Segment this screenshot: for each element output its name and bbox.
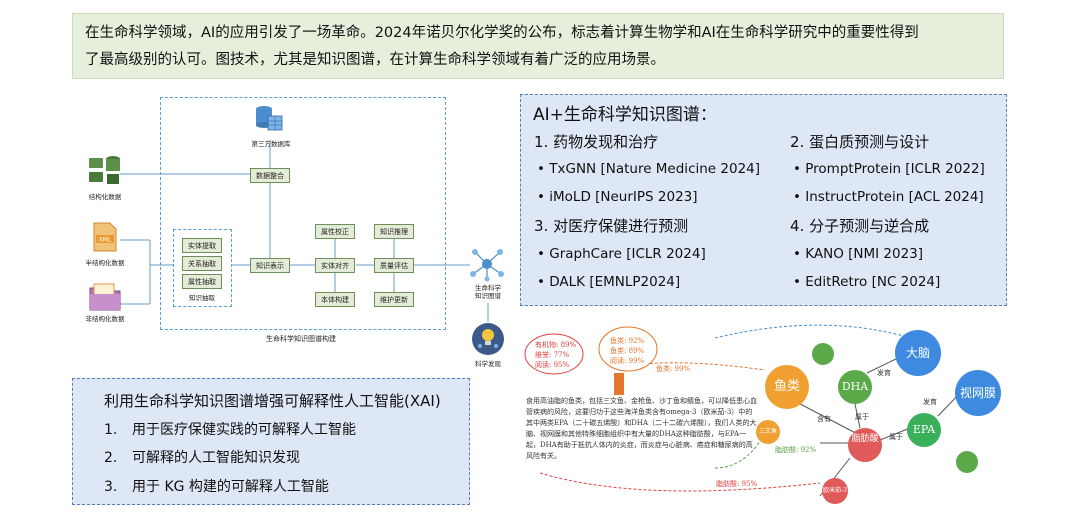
unstructured-label: 非结构化数据: [85, 315, 125, 323]
xai-list-item: 3.用于 KG 构建的可解释人工智能: [104, 479, 329, 495]
relation-extraction-box: 关系抽取: [182, 256, 222, 271]
quality-assessment-box: 质量评估: [374, 258, 414, 273]
edge-label-develop-2: 发育: [923, 398, 937, 406]
stats-bubble-left: [524, 333, 584, 375]
edge-label-belongs-2: 属于: [889, 433, 903, 441]
node-epa: EPA: [907, 413, 941, 447]
section-heading-molecule: 4. 分子预测与逆合成: [790, 217, 930, 235]
kg-construction-frame: [160, 97, 446, 330]
list-item: • PromptProtein [ICLR 2022]: [793, 161, 985, 177]
section-heading-healthcare: 3. 对医疗保健进行预测: [534, 217, 689, 235]
node-omega: 欧米茄-3: [822, 478, 848, 504]
structured-data-icon: [89, 156, 120, 184]
edge-label-fish: 鱼类: 99%: [656, 365, 691, 373]
xml-label: XML: [99, 237, 112, 244]
science-discovery-icon: [472, 323, 504, 355]
database-icon: [256, 106, 283, 131]
node-retina: 视网膜: [955, 370, 1001, 416]
xai-panel: [72, 378, 470, 505]
semi-structured-label: 半结构化数据: [85, 259, 125, 267]
edge-label-belongs: 属于: [855, 413, 869, 421]
section-heading-drug: 1. 药物发现和治疗: [534, 133, 659, 151]
stat-right-3: 阅读: 99%: [610, 357, 645, 365]
stat-left-1: 有机物: 89%: [535, 341, 577, 349]
node-brain: 大脑: [895, 330, 941, 376]
intro-line-1: 在生命科学领域，AI的应用引发了一场革命。2024年诺贝尔化学奖的公布，标志着计…: [85, 25, 919, 41]
node-fatty-acid: 脂肪酸: [848, 428, 882, 462]
stat-left-2: 维誉: 77%: [535, 351, 570, 359]
data-integration-box: 数据整合: [250, 168, 290, 183]
node-salmon: 三文鱼: [756, 420, 780, 444]
edge-label-fatty: 脂肪酸: 92%: [775, 446, 817, 454]
stat-right-2: 鱼类: 89%: [610, 347, 645, 355]
science-discovery-label: 科学发现: [475, 360, 501, 368]
kg-construction-caption: 生命科学知识图谱构建: [266, 335, 336, 343]
entity-alignment-box: 实体对齐: [315, 258, 355, 273]
third-party-db-label: 第三方数据库: [251, 140, 291, 148]
edge-label-develop: 发育: [877, 369, 891, 377]
list-item: • GraphCare [ICLR 2024]: [537, 246, 706, 262]
edge-label-contains: 含有: [817, 415, 831, 423]
ontology-construction-box: 本体构建: [315, 292, 355, 307]
folder-icon: [89, 283, 121, 311]
xai-title: 利用生命科学知识图谱增强可解释性人工智能(XAI): [104, 392, 441, 410]
pipeline-connectors: [120, 140, 489, 322]
attribute-extraction-box: 属性抽取: [182, 274, 222, 289]
list-item: • InstructProtein [ACL 2024]: [793, 189, 984, 205]
list-item: • EditRetro [NC 2024]: [793, 274, 941, 290]
edge-label-fatty-2: 脂肪酸: 95%: [716, 480, 758, 488]
knowledge-extraction-group: [173, 229, 232, 307]
list-item: • DALK [EMNLP2024]: [537, 274, 681, 290]
structured-data-label: 结构化数据: [88, 193, 122, 201]
section-heading-protein: 2. 蛋白质预测与设计: [790, 133, 930, 151]
knowledge-extraction-label: 知识抽取: [189, 294, 215, 302]
kg-applications-panel: [520, 94, 1007, 306]
example-passage: 食用高油脂的鱼类，包括三文鱼、金枪鱼、沙丁鱼和鲭鱼，可以降低患心血管疾病的风险，…: [526, 397, 757, 460]
knowledge-representation-box: 知识表示: [250, 258, 290, 273]
list-item: • iMoLD [NeurIPS 2023]: [537, 189, 698, 205]
attribute-check-box: 属性校正: [315, 224, 355, 239]
kg-panel-title: AI+生命科学知识图谱：: [533, 105, 717, 125]
knowledge-reasoning-box: 知识推理: [374, 224, 414, 239]
maintenance-update-box: 维护更新: [374, 292, 414, 307]
xai-list-item: 1.用于医疗保健实践的可解释人工智能: [104, 422, 356, 438]
highlight-marker: [614, 373, 624, 395]
stat-right-1: 鱼类: 92%: [610, 337, 645, 345]
stat-left-3: 阅读: 95%: [535, 361, 570, 369]
life-science-kg-label: 生命科学 知识图谱: [475, 284, 501, 300]
node-unlabeled-2: [956, 451, 978, 473]
node-fish: 鱼类: [765, 365, 809, 409]
intro-banner: 在生命科学领域，AI的应用引发了一场革命。2024年诺贝尔化学奖的公布，标志着计…: [72, 13, 1004, 79]
entity-extraction-box: 实体提取: [182, 238, 222, 253]
list-item: • KANO [NMI 2023]: [793, 246, 924, 262]
knowledge-graph-icon: [470, 249, 504, 282]
node-unlabeled-1: [812, 343, 834, 365]
list-item: • TxGNN [Nature Medicine 2024]: [537, 161, 761, 177]
xml-file-icon: XML: [93, 222, 117, 252]
xai-list-item: 2.可解释的人工智能知识发现: [104, 450, 300, 466]
stats-bubble-right: [598, 326, 658, 372]
node-dha: DHA: [838, 370, 872, 404]
intro-line-2: 了最高级别的认可。图技术，尤其是知识图谱，在计算生命科学领域有着广泛的应用场景。: [85, 52, 665, 68]
